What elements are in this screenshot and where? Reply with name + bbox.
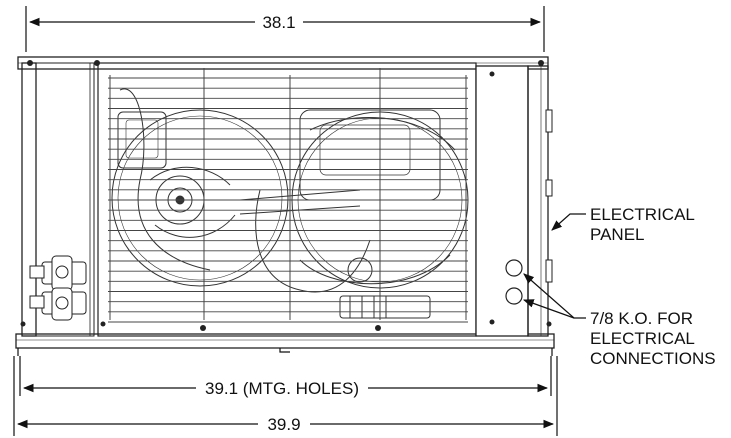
knockout-label-line2: ELECTRICAL	[590, 329, 695, 348]
electrical-panel-leader	[551, 213, 586, 231]
service-valves	[29, 255, 87, 321]
knockouts	[505, 259, 523, 305]
electrical-panel-label-line2: PANEL	[590, 225, 645, 244]
knockout-label-line1: 7/8 K.O. FOR	[590, 309, 693, 328]
mounting-feet	[17, 348, 553, 356]
electrical-panel	[545, 109, 553, 283]
bolts	[20, 60, 552, 331]
top-dimension-label: 38.1	[262, 13, 295, 32]
cabinet	[15, 56, 555, 349]
overall-dimension-label: 39.9	[267, 415, 300, 434]
electrical-panel-label-line1: ELECTRICAL	[590, 205, 695, 224]
knockout-label-line3: CONNECTIONS	[590, 349, 716, 368]
top-dimension	[25, 6, 545, 52]
mounting-holes-label: 39.1 (MTG. HOLES)	[205, 379, 359, 398]
fan-grille	[108, 77, 468, 323]
knockout-leaders	[522, 273, 586, 319]
grille-supports	[109, 68, 467, 320]
mounting-holes-dimension	[19, 356, 552, 396]
overall-dimension	[13, 356, 558, 436]
